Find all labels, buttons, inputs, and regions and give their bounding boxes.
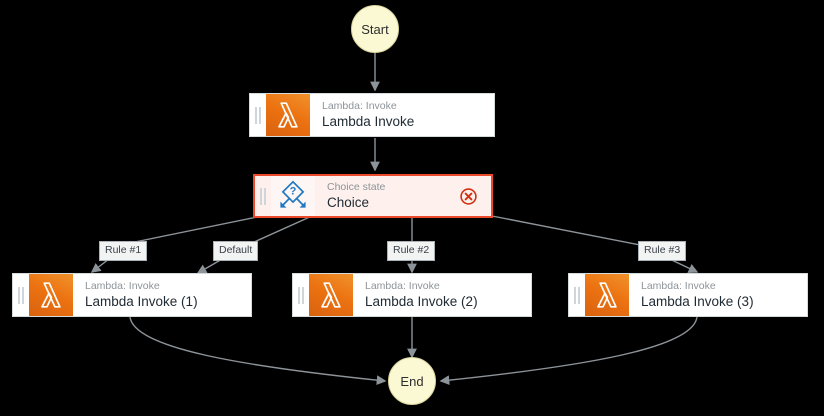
start-node-label: Start	[361, 21, 389, 37]
edge-lambda3-to-end	[439, 316, 698, 386]
drag-grip-icon[interactable]	[13, 274, 29, 316]
node-lambda-invoke[interactable]: Lambda: Invoke Lambda Invoke	[249, 93, 495, 137]
node-title: Lambda Invoke (3)	[641, 294, 754, 309]
node-subtitle: Lambda: Invoke	[641, 280, 716, 292]
node-choice[interactable]: ? Choice state Choice	[253, 174, 493, 218]
drag-grip-icon[interactable]	[255, 176, 271, 216]
start-node[interactable]: Start	[351, 5, 399, 53]
lambda-icon	[29, 274, 73, 316]
node-lambda-invoke-1[interactable]: Lambda: Invoke Lambda Invoke (1)	[12, 273, 252, 317]
node-title: Lambda Invoke (1)	[85, 294, 198, 309]
node-labels: Lambda: Invoke Lambda Invoke (1)	[73, 274, 251, 316]
edge-lambda1-to-end	[129, 316, 387, 386]
node-title: Choice	[327, 195, 370, 210]
edge-label-rule-2[interactable]: Rule #2	[387, 241, 436, 261]
node-title: Lambda Invoke (2)	[365, 294, 478, 309]
edge-label-rule-3[interactable]: Rule #3	[638, 241, 687, 261]
end-node-label: End	[400, 373, 424, 389]
node-labels: Lambda: Invoke Lambda Invoke (2)	[353, 274, 531, 316]
drag-grip-icon[interactable]	[569, 274, 585, 316]
node-lambda-invoke-3[interactable]: Lambda: Invoke Lambda Invoke (3)	[568, 273, 808, 317]
node-lambda-invoke-2[interactable]: Lambda: Invoke Lambda Invoke (2)	[292, 273, 532, 317]
node-labels: Lambda: Invoke Lambda Invoke (3)	[629, 274, 807, 316]
node-subtitle: Choice state	[327, 181, 386, 193]
node-subtitle: Lambda: Invoke	[85, 280, 160, 292]
edge-label-default[interactable]: Default	[213, 241, 259, 261]
node-title: Lambda Invoke	[322, 114, 415, 129]
node-labels: Choice state Choice	[315, 176, 460, 216]
lambda-icon	[266, 94, 310, 136]
error-circle-x-icon[interactable]	[460, 187, 477, 205]
choice-icon: ?	[271, 176, 315, 216]
drag-grip-icon[interactable]	[293, 274, 309, 316]
lambda-icon	[309, 274, 353, 316]
lambda-icon	[585, 274, 629, 316]
end-node[interactable]: End	[388, 357, 436, 405]
node-subtitle: Lambda: Invoke	[365, 280, 440, 292]
drag-grip-icon[interactable]	[250, 94, 266, 136]
edge-label-rule-1[interactable]: Rule #1	[99, 241, 148, 261]
svg-text:?: ?	[290, 185, 297, 197]
node-subtitle: Lambda: Invoke	[322, 100, 397, 112]
node-labels: Lambda: Invoke Lambda Invoke	[310, 94, 494, 136]
